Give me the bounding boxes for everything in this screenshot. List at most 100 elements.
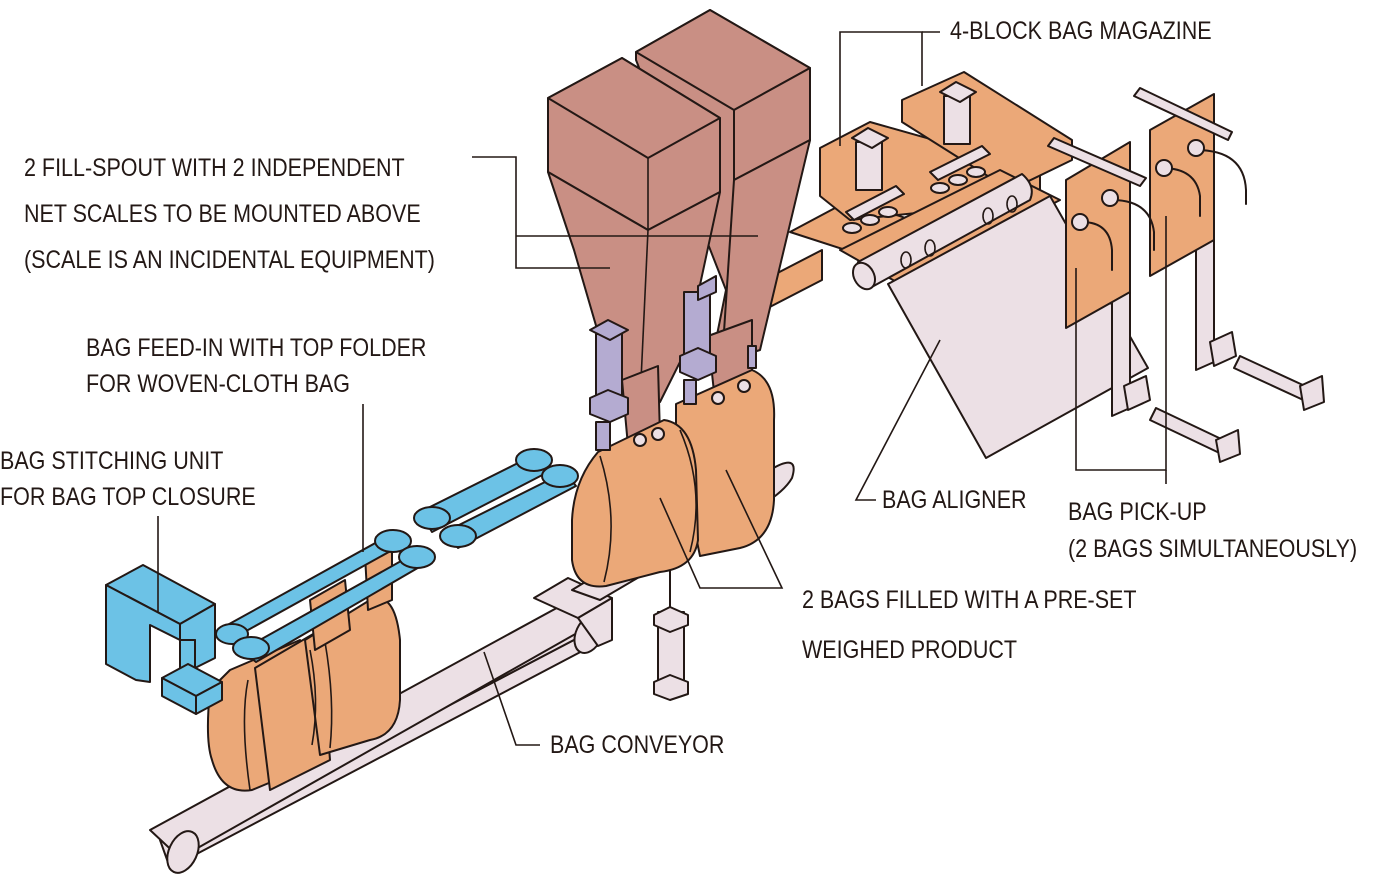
leader-bags-filled: [659, 469, 784, 589]
pickup-suction-cup: [1071, 213, 1089, 231]
label-line: BAG ALIGNER: [882, 486, 1027, 514]
suction-cup: [930, 182, 950, 194]
clamp-jaw-1: [595, 421, 611, 451]
bag-seam: [243, 679, 251, 791]
label-line: BAG FEED-IN WITH TOP FOLDER: [86, 334, 427, 362]
pickup-arm: [1195, 149, 1247, 205]
magazine-cylinder-cap: [939, 81, 977, 103]
bag-feed-in-belts: [215, 448, 579, 663]
filling-bag-2: [675, 369, 776, 557]
bag-seam: [309, 649, 317, 746]
label-line: 4-BLOCK BAG MAGAZINE: [950, 17, 1212, 45]
closed-bags-on-conveyor: [206, 539, 401, 792]
label-bag-conveyor: BAG CONVEYOR: [550, 733, 724, 758]
aligner-hole: [900, 251, 912, 269]
magazine-cylinder: [855, 141, 883, 191]
label-bag-magazine: 4-BLOCK BAG MAGAZINE: [950, 19, 1212, 44]
suction-cup: [860, 214, 880, 226]
label-line: (SCALE IS AN INCIDENTAL EQUIPMENT): [24, 246, 435, 274]
feed-pulley: [398, 545, 436, 569]
bag-seam: [324, 641, 333, 749]
clamp-cylinder-1: [595, 333, 623, 397]
label-bag-stitching: BAG STITCHING UNIT FOR BAG TOP CLOSURE: [0, 443, 256, 515]
suction-cup: [966, 166, 986, 178]
feed-pulley: [439, 524, 477, 548]
clamp-jaw-3: [747, 345, 757, 369]
feed-pulley: [374, 529, 412, 553]
leader-bag-pickup: [1075, 216, 1167, 471]
suction-cup: [842, 222, 862, 234]
clamp-jaw-2: [683, 379, 697, 405]
leader-lines: [157, 31, 1167, 746]
label-bag-feed-in: BAG FEED-IN WITH TOP FOLDER FOR WOVEN-CL…: [86, 330, 426, 402]
bag-seam: [679, 429, 697, 553]
conveyor-end-roller: [166, 830, 200, 874]
clamp-cylinder-1-cap: [589, 319, 629, 341]
suction-cup: [948, 174, 968, 186]
label-line: 2 FILL-SPOUT WITH 2 INDEPENDENT: [24, 154, 405, 182]
label-line: BAG STITCHING UNIT: [0, 447, 224, 475]
label-bag-pickup: BAG PICK-UP (2 BAGS SIMULTANEOUSLY): [1068, 494, 1357, 568]
label-fill-spout: 2 FILL-SPOUT WITH 2 INDEPENDENT NET SCAL…: [24, 145, 435, 283]
pickup-shaft: [1047, 137, 1147, 187]
suction-bar: [845, 185, 905, 221]
bags-being-filled: [571, 369, 776, 588]
label-line: (2 BAGS SIMULTANEOUSLY): [1068, 535, 1358, 563]
aligner-hole: [924, 239, 936, 257]
label-line: FOR BAG TOP CLOSURE: [0, 483, 256, 511]
label-line: FOR WOVEN-CLOTH BAG: [86, 370, 350, 398]
fill-spout-2-funnel: [721, 139, 811, 363]
pickup-clamp: [1123, 375, 1151, 411]
magazine-cylinder: [943, 95, 971, 145]
pickup-cylinder-cap: [1215, 429, 1241, 463]
feed-pulley: [413, 506, 451, 530]
leader-bag-magazine: [839, 31, 923, 146]
pickup-suction-cup: [1187, 139, 1205, 157]
bag-valve: [633, 433, 647, 447]
stitcher-head-side: [195, 681, 223, 715]
label-line: BAG CONVEYOR: [550, 731, 725, 759]
aligner-roller-end: [851, 261, 877, 291]
label-line: 2 BAGS FILLED WITH A PRE-SET: [802, 586, 1137, 614]
bag-clamp-cylinders: [589, 275, 757, 451]
label-bag-aligner: BAG ALIGNER: [882, 488, 1027, 513]
pickup-cylinder-cap: [1299, 375, 1325, 411]
transfer-plate-side: [577, 597, 613, 647]
bag-valve: [651, 427, 665, 441]
label-bags-filled: 2 BAGS FILLED WITH A PRE-SET WEIGHED PRO…: [802, 575, 1137, 675]
bag-seam: [599, 455, 612, 583]
suction-bar: [929, 145, 991, 181]
bag-valve: [737, 379, 751, 393]
aligner-hole: [982, 207, 994, 225]
platform-cylinder-top: [653, 606, 689, 633]
label-line: NET SCALES TO BE MOUNTED ABOVE: [24, 200, 421, 228]
fill-spout-1-funnel: [547, 171, 721, 409]
clamp-cylinder-1-base: [589, 389, 629, 423]
pickup-clamp: [1209, 331, 1237, 367]
label-line: WEIGHED PRODUCT: [802, 636, 1017, 664]
filling-bag-1: [571, 419, 699, 588]
bag-stitching-unit: [105, 564, 223, 715]
magazine-cylinder-cap: [851, 127, 889, 149]
suction-cup: [878, 206, 898, 218]
pickup-plate-1: [1065, 141, 1131, 329]
fill-spouts: [547, 9, 811, 447]
clamp-cylinder-2: [683, 291, 711, 355]
aligner-hole: [1006, 195, 1018, 213]
leader-fill-spout: [472, 156, 610, 269]
label-line: BAG PICK-UP: [1068, 498, 1207, 526]
clamp-cylinder-2-cap: [697, 275, 717, 301]
pickup-arm: [1111, 199, 1155, 251]
fill-spout-1-top: [547, 57, 721, 159]
bag-pickup: [1047, 87, 1325, 463]
platform-cylinder-base: [653, 674, 689, 701]
pickup-suction-cup: [1101, 189, 1119, 207]
leader-bag-aligner: [854, 339, 941, 501]
bag-valve: [711, 391, 725, 405]
feed-pulley: [515, 448, 553, 472]
feed-pulley: [541, 464, 579, 488]
pickup-suction-cup: [1155, 159, 1173, 177]
clamp-cylinder-2-base: [679, 347, 717, 381]
